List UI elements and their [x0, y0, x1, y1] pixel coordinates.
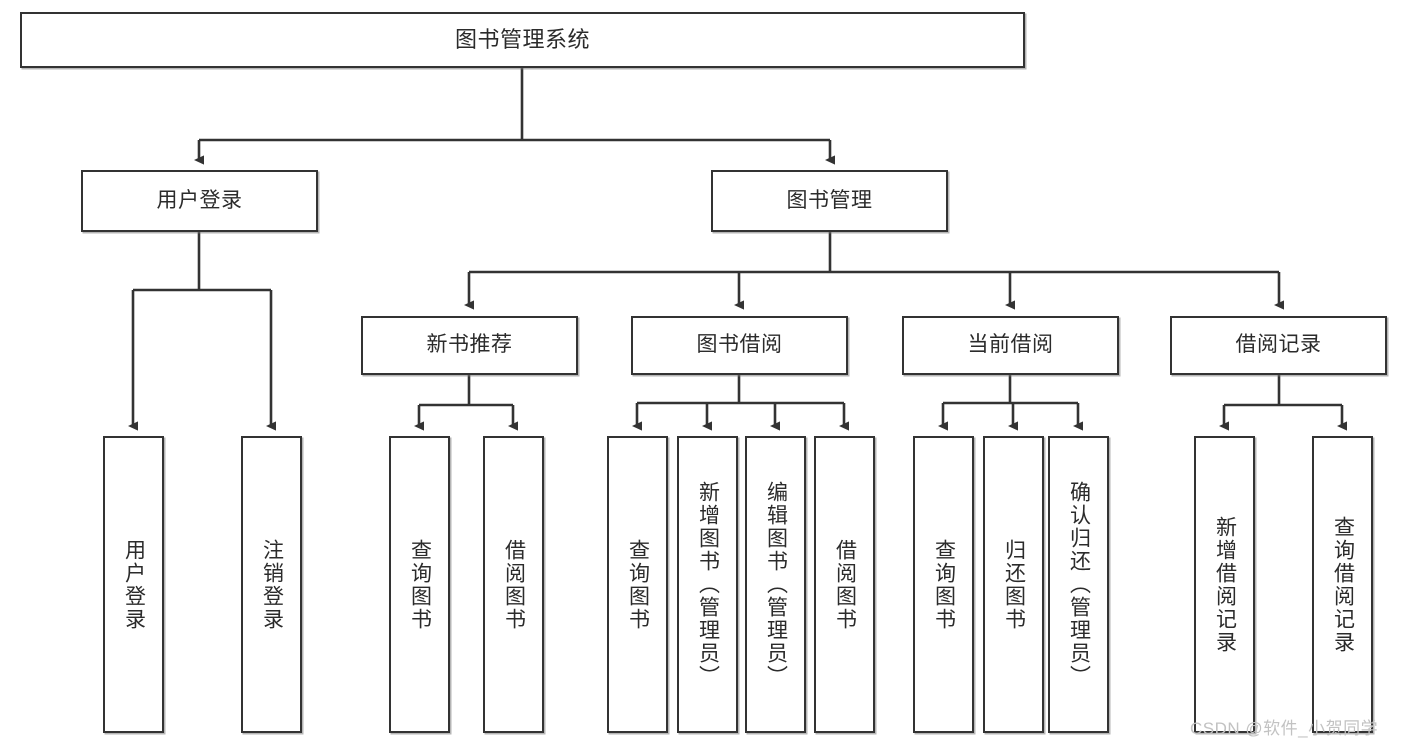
node-user-login[interactable]: 用户登录: [81, 170, 318, 232]
node-label: 查询图书: [408, 538, 432, 631]
node-leaf-add-record[interactable]: 新增借阅记录: [1194, 436, 1255, 733]
node-label: 确认归还（管理员）: [1067, 481, 1091, 688]
node-leaf-edit-book[interactable]: 编辑图书（管理员）: [745, 436, 806, 733]
node-label: 注销登录: [260, 538, 284, 631]
node-current-borrow[interactable]: 当前借阅: [902, 316, 1119, 375]
node-label: 借阅图书: [833, 538, 857, 631]
node-leaf-user-login[interactable]: 用户登录: [103, 436, 164, 733]
node-leaf-logout[interactable]: 注销登录: [241, 436, 302, 733]
node-label: 查询图书: [932, 538, 956, 631]
node-label: 图书借阅: [696, 333, 783, 357]
node-label: 查询借阅记录: [1331, 515, 1355, 654]
node-leaf-query-book-2[interactable]: 查询图书: [607, 436, 668, 733]
node-leaf-query-book-1[interactable]: 查询图书: [389, 436, 450, 733]
node-leaf-add-book[interactable]: 新增图书（管理员）: [677, 436, 738, 733]
node-label: 借阅记录: [1235, 333, 1322, 357]
node-new-book-recommend[interactable]: 新书推荐: [361, 316, 578, 375]
node-label: 用户登录: [156, 188, 243, 212]
watermark-credit: CSDN @软件_小贺同学: [1190, 719, 1379, 738]
node-label: 图书管理系统: [454, 27, 590, 53]
node-label: 新书推荐: [426, 333, 513, 357]
node-book-borrow[interactable]: 图书借阅: [631, 316, 848, 375]
node-label: 用户登录: [122, 538, 146, 631]
node-leaf-query-book-3[interactable]: 查询图书: [913, 436, 974, 733]
node-root-system[interactable]: 图书管理系统: [20, 12, 1025, 68]
node-book-manage[interactable]: 图书管理: [711, 170, 948, 232]
node-label: 图书管理: [786, 188, 873, 212]
node-label: 编辑图书（管理员）: [764, 481, 788, 688]
node-label: 归还图书: [1002, 538, 1026, 631]
node-leaf-return-book[interactable]: 归还图书: [983, 436, 1044, 733]
node-leaf-confirm-return[interactable]: 确认归还（管理员）: [1048, 436, 1109, 733]
node-label: 新增借阅记录: [1213, 515, 1237, 654]
node-borrow-record[interactable]: 借阅记录: [1170, 316, 1387, 375]
node-leaf-borrow-book-2[interactable]: 借阅图书: [814, 436, 875, 733]
node-leaf-borrow-book-1[interactable]: 借阅图书: [483, 436, 544, 733]
node-label: 查询图书: [626, 538, 650, 631]
node-label: 当前借阅: [967, 333, 1054, 357]
node-label: 借阅图书: [502, 538, 526, 631]
node-leaf-query-record[interactable]: 查询借阅记录: [1312, 436, 1373, 733]
node-label: 新增图书（管理员）: [696, 481, 720, 688]
